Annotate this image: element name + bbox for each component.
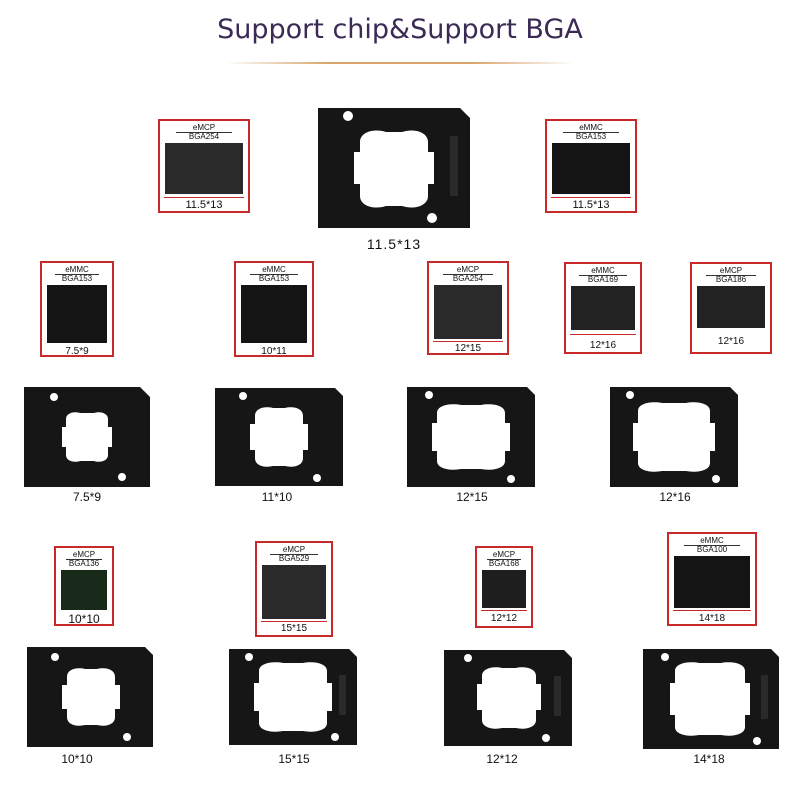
title-divider [225, 62, 575, 64]
plate-caption: 11.5*13 [366, 236, 422, 252]
chip-image [241, 285, 307, 343]
chip-size: 10*11 [261, 346, 287, 357]
chip-type: eMCP [282, 545, 306, 554]
chip-bga: BGA254 [188, 132, 220, 141]
chip-card: eMMC BGA169 12*16 [564, 262, 642, 354]
plate-caption: 7.5*9 [72, 490, 102, 504]
chip-bga: BGA254 [452, 274, 484, 283]
chip-image [61, 570, 107, 610]
chip-bga: BGA153 [61, 274, 93, 283]
stencil-plate [229, 649, 357, 745]
chip-card: eMCP BGA529 15*15 [255, 541, 333, 637]
plate-caption: 11*10 [261, 490, 293, 504]
chip-card: eMCP BGA136 10*10 [54, 546, 114, 626]
stencil-plate [407, 387, 535, 487]
chip-image [434, 285, 502, 339]
chip-image [674, 556, 750, 608]
plate-caption: 12*15 [456, 490, 488, 504]
chip-type: eMMC [579, 123, 603, 132]
plate-caption: 10*10 [61, 752, 93, 766]
stencil-plate [27, 647, 153, 747]
chip-type: eMCP [492, 550, 516, 559]
chip-image [262, 565, 326, 619]
chip-type: eMMC [700, 536, 724, 545]
chip-card: eMCP BGA254 12*15 [427, 261, 509, 355]
stencil-plate [318, 108, 470, 228]
chip-image [552, 143, 630, 194]
stencil-plate [444, 650, 572, 746]
stencil-plate [643, 649, 779, 749]
chip-type: eMCP [719, 266, 743, 275]
chip-bga: BGA153 [258, 274, 290, 283]
chip-card: eMCP BGA186 12*16 [690, 262, 772, 354]
chip-bga: BGA100 [696, 545, 728, 554]
chip-card: eMMC BGA153 10*11 [234, 261, 314, 357]
chip-size: 14*18 [698, 613, 726, 624]
chip-size: 12*15 [454, 343, 482, 354]
chip-size: 12*16 [717, 336, 745, 347]
chip-size: 15*15 [280, 623, 308, 634]
chip-image [47, 285, 107, 343]
chip-bga: BGA153 [575, 132, 607, 141]
stencil-plate [215, 388, 343, 486]
chip-bga: BGA169 [587, 275, 619, 284]
chip-type: eMCP [192, 123, 216, 132]
chip-type: eMMC [65, 265, 89, 274]
chip-bga: BGA136 [68, 559, 100, 568]
chip-image [697, 286, 765, 328]
chip-type: eMCP [456, 265, 480, 274]
chip-type: eMMC [591, 266, 615, 275]
chip-type: eMCP [72, 550, 96, 559]
page-title: Support chip&Support BGA [217, 14, 583, 45]
chip-size: 7.5*9 [65, 346, 89, 357]
chip-size: 11.5*13 [185, 199, 223, 211]
chip-image [571, 286, 635, 330]
plate-caption: 12*12 [486, 752, 518, 766]
chip-image [165, 143, 243, 194]
chip-type: eMMC [262, 265, 286, 274]
plate-caption: 12*16 [659, 490, 691, 504]
chip-image [482, 570, 526, 608]
chip-card: eMCP BGA254 11.5*13 [158, 119, 250, 213]
chip-bga: BGA529 [278, 554, 310, 563]
chip-card: eMMC BGA153 7.5*9 [40, 261, 114, 357]
chip-card: eMMC BGA100 14*18 [667, 532, 757, 626]
chip-card: eMMC BGA153 11.5*13 [545, 119, 637, 213]
chip-bga: BGA168 [488, 559, 520, 568]
stencil-plate [610, 387, 738, 487]
chip-size: 10*10 [68, 612, 100, 626]
chip-size: 12*12 [490, 613, 518, 624]
plate-caption: 15*15 [278, 752, 310, 766]
chip-card: eMCP BGA168 12*12 [475, 546, 533, 628]
stencil-plate [24, 387, 150, 487]
chip-size: 12*16 [589, 340, 617, 351]
chip-bga: BGA186 [715, 275, 747, 284]
chip-size: 11.5*13 [572, 199, 610, 211]
plate-caption: 14*18 [693, 752, 725, 766]
